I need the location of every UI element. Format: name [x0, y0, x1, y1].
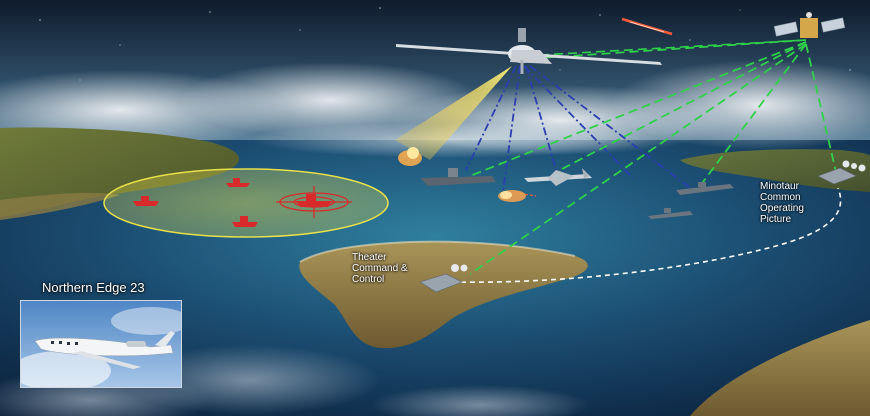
sensor-beam [395, 66, 512, 160]
target-reticle [276, 186, 352, 218]
fighter-jet-icon [524, 168, 592, 186]
minotaur-label-line: Minotaur [760, 181, 799, 192]
theater-command-label: Theater Command & Control [352, 252, 432, 285]
inset-photo [20, 300, 182, 388]
missile-icon [621, 17, 673, 36]
theater-label-line: Control [352, 274, 385, 285]
inset-title: Northern Edge 23 [42, 280, 145, 295]
minotaur-label-line: Operating [760, 203, 804, 214]
data-link [451, 187, 842, 283]
satellite-icon [773, 12, 846, 38]
theater-label-line: Command & [352, 263, 408, 274]
aircraft-carrier-icon [398, 147, 496, 186]
ground-station-icon [419, 167, 857, 293]
destroyer-icon [648, 182, 734, 219]
radome-icon [451, 160, 866, 272]
missile-launch-icon [498, 190, 526, 202]
satellite-links [469, 39, 837, 275]
target-zone [103, 168, 389, 238]
drone-downlinks [465, 65, 691, 193]
business-jet-icon [21, 301, 181, 387]
drone-icon [396, 28, 662, 74]
minotaur-label-line: Common [760, 192, 801, 203]
minotaur-label: Minotaur Common Operating Picture [760, 181, 830, 225]
theater-label-line: Theater [352, 252, 387, 263]
minotaur-label-line: Picture [760, 214, 792, 225]
